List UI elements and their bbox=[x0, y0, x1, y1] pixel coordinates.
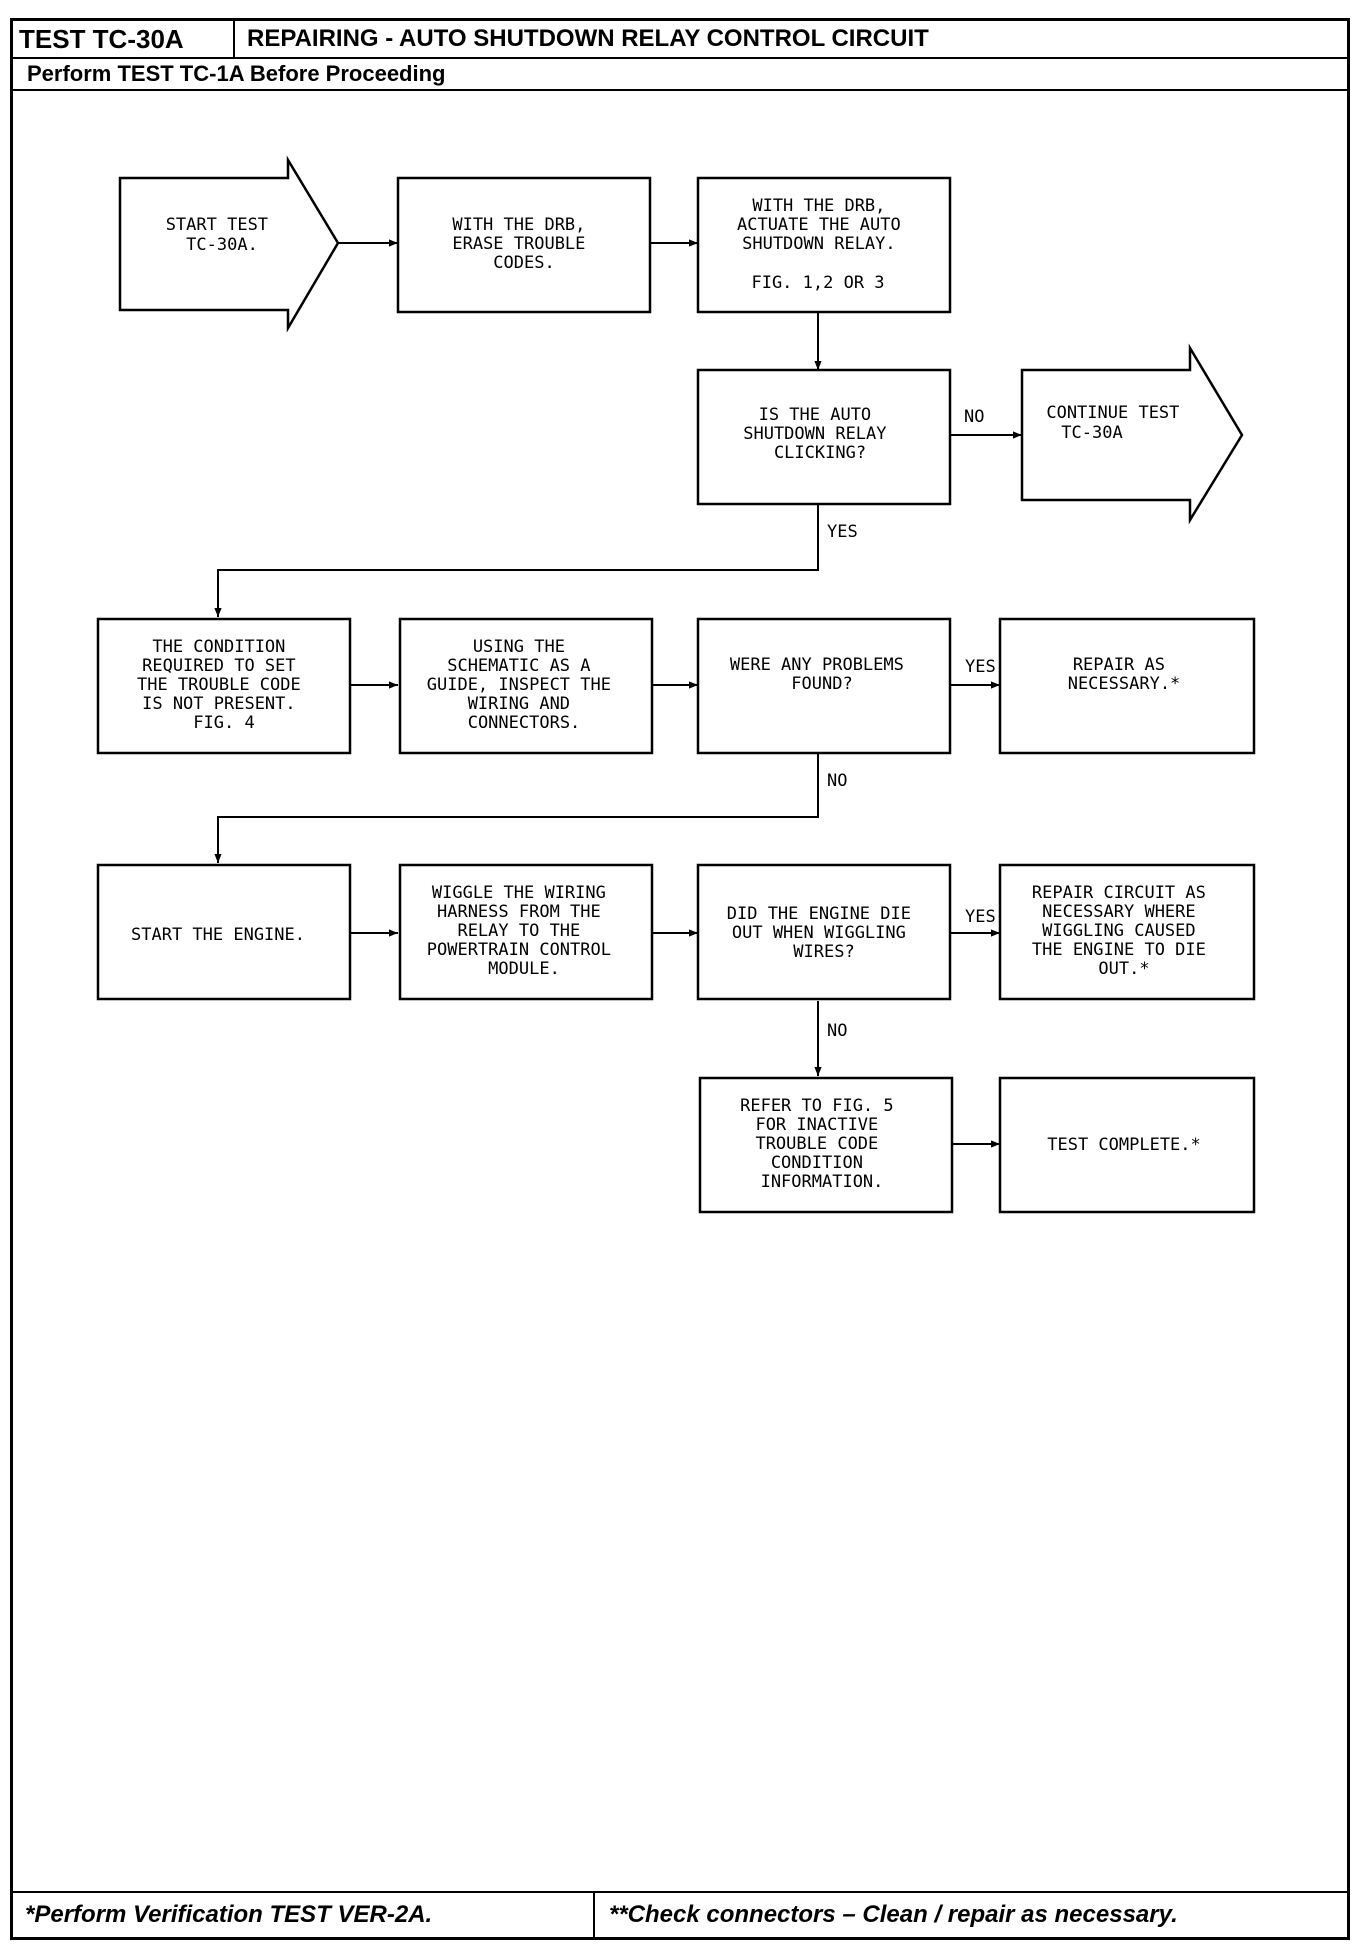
refer-line-3: TROUBLE CODE bbox=[755, 1134, 878, 1154]
clicking-line-2: SHUTDOWN RELAY bbox=[743, 424, 886, 444]
refer-line-5: INFORMATION. bbox=[761, 1172, 884, 1192]
problems-line-1: WERE ANY PROBLEMS bbox=[730, 655, 904, 675]
start-engine-box bbox=[96, 863, 352, 1001]
engine-die-line-3: WIRES? bbox=[793, 942, 854, 962]
inspect-wiring-box bbox=[398, 617, 654, 755]
start-line-1: START TEST bbox=[166, 215, 268, 235]
condition-line-1: THE CONDITION bbox=[152, 637, 285, 657]
condition-not-present-box bbox=[96, 617, 352, 755]
start-arrow-shape bbox=[118, 155, 340, 333]
inspect-line-3: GUIDE, INSPECT THE bbox=[427, 675, 611, 695]
clicking-line-3: CLICKING? bbox=[774, 443, 866, 463]
condition-line-4: IS NOT PRESENT. bbox=[142, 694, 296, 714]
actuate-line-3: SHUTDOWN RELAY. bbox=[742, 234, 896, 254]
start-engine-line-1: START THE ENGINE. bbox=[131, 925, 305, 945]
repair-circuit-text: REPAIR CIRCUIT AS NECESSARY WHERE WIGGLI… bbox=[1032, 883, 1216, 979]
actuate-line-1: WITH THE DRB, bbox=[752, 196, 885, 216]
engine-die-line-1: DID THE ENGINE DIE bbox=[727, 904, 911, 924]
problems-line-2: FOUND? bbox=[791, 674, 852, 694]
wiggle-line-5: MODULE. bbox=[488, 959, 560, 979]
refer-line-2: FOR INACTIVE bbox=[755, 1115, 878, 1135]
inspect-line-4: WIRING AND bbox=[468, 694, 570, 714]
problems-found-decision bbox=[696, 617, 952, 755]
repair-line-1: REPAIR AS bbox=[1073, 655, 1165, 675]
engine-die-text: DID THE ENGINE DIE OUT WHEN WIGGLING WIR… bbox=[727, 904, 921, 962]
actuate-line-2: ACTUATE THE AUTO bbox=[737, 215, 901, 235]
wiggle-harness-box bbox=[398, 863, 654, 1001]
condition-line-2: REQUIRED TO SET bbox=[142, 656, 296, 676]
continue-arrow-shape bbox=[1020, 343, 1244, 525]
test-complete-box bbox=[998, 1076, 1256, 1214]
connectors bbox=[214, 239, 1022, 1148]
arrow-clicking-yes bbox=[214, 502, 819, 617]
footnote-verification: *Perform Verification TEST VER-2A. bbox=[13, 1893, 595, 1937]
refer-text: REFER TO FIG. 5 FOR INACTIVE TROUBLE COD… bbox=[740, 1096, 904, 1192]
refer-line-1: REFER TO FIG. 5 bbox=[740, 1096, 894, 1116]
relay-clicking-decision bbox=[696, 368, 952, 506]
clicking-line-1: IS THE AUTO bbox=[759, 405, 872, 425]
condition-line-3: THE TROUBLE CODE bbox=[137, 675, 301, 695]
continue-line-1: CONTINUE TEST bbox=[1046, 403, 1179, 423]
inspect-line-5: CONNECTORS. bbox=[468, 713, 581, 733]
label-yes-engine: YES bbox=[965, 907, 996, 927]
engine-die-line-2: OUT WHEN WIGGLING bbox=[732, 923, 906, 943]
start-line-2: TC-30A. bbox=[186, 235, 258, 255]
erase-codes-box bbox=[396, 176, 652, 314]
condition-line-5: FIG. 4 bbox=[193, 713, 254, 733]
wiggle-line-3: RELAY TO THE bbox=[457, 921, 580, 941]
repair-circuit-line-3: WIGGLING CAUSED bbox=[1042, 921, 1196, 941]
repair-circuit-line-2: NECESSARY WHERE bbox=[1042, 902, 1196, 922]
repair-circuit-line-5: OUT.* bbox=[1098, 959, 1149, 979]
repair-line-2: NECESSARY.* bbox=[1068, 674, 1181, 694]
erase-line-2: ERASE TROUBLE bbox=[452, 234, 585, 254]
problems-text: WERE ANY PROBLEMS FOUND? bbox=[730, 655, 914, 694]
start-test-text: START TEST TC-30A. bbox=[166, 215, 279, 255]
prerequisite-note: Perform TEST TC-1A Before Proceeding bbox=[13, 59, 1347, 91]
label-no-clicking: NO bbox=[964, 407, 984, 427]
complete-line-1: TEST COMPLETE.* bbox=[1047, 1135, 1201, 1155]
repair-circuit-box bbox=[998, 863, 1256, 1001]
wiggle-text: WIGGLE THE WIRING HARNESS FROM THE RELAY… bbox=[427, 883, 621, 979]
inspect-line-2: SCHEMATIC AS A bbox=[447, 656, 590, 676]
label-no-problems: NO bbox=[827, 771, 847, 791]
inspect-text: USING THE SCHEMATIC AS A GUIDE, INSPECT … bbox=[427, 637, 621, 733]
engine-die-decision bbox=[696, 863, 952, 1001]
refer-fig5-box bbox=[698, 1076, 954, 1214]
repair-circuit-line-4: THE ENGINE TO DIE bbox=[1032, 940, 1206, 960]
footnote-connectors: **Check connectors – Clean / repair as n… bbox=[609, 1901, 1178, 1928]
page-header: TEST TC-30A REPAIRING - AUTO SHUTDOWN RE… bbox=[13, 21, 1347, 59]
erase-text: WITH THE DRB, ERASE TROUBLE CODES. bbox=[452, 215, 595, 273]
condition-text: THE CONDITION REQUIRED TO SET THE TROUBL… bbox=[137, 637, 311, 733]
erase-line-3: CODES. bbox=[493, 253, 554, 273]
wiggle-line-1: WIGGLE THE WIRING bbox=[432, 883, 606, 903]
continue-text: CONTINUE TEST TC-30A bbox=[1046, 403, 1189, 443]
arrow-problems-no bbox=[214, 752, 819, 863]
repair-as-necessary-box bbox=[998, 617, 1256, 755]
wiggle-line-4: POWERTRAIN CONTROL bbox=[427, 940, 611, 960]
actuate-fig: FIG. 1,2 OR 3 bbox=[751, 273, 884, 293]
repair-circuit-line-1: REPAIR CIRCUIT AS bbox=[1032, 883, 1206, 903]
clicking-text: IS THE AUTO SHUTDOWN RELAY CLICKING? bbox=[743, 405, 897, 463]
start-engine-text: START THE ENGINE. bbox=[131, 925, 305, 945]
label-yes-clicking: YES bbox=[827, 522, 858, 542]
label-yes-problems: YES bbox=[965, 657, 996, 677]
continue-line-2: TC-30A bbox=[1061, 423, 1122, 443]
repair-text: REPAIR AS NECESSARY.* bbox=[1068, 655, 1181, 694]
wiggle-line-2: HARNESS FROM THE bbox=[437, 902, 601, 922]
page-title: REPAIRING - AUTO SHUTDOWN RELAY CONTROL … bbox=[247, 25, 929, 52]
complete-text: TEST COMPLETE.* bbox=[1047, 1135, 1201, 1155]
actuate-text: WITH THE DRB, ACTUATE THE AUTO SHUTDOWN … bbox=[737, 196, 911, 293]
inspect-line-1: USING THE bbox=[473, 637, 565, 657]
refer-line-4: CONDITION bbox=[771, 1153, 863, 1173]
actuate-relay-box bbox=[696, 176, 952, 314]
erase-line-1: WITH THE DRB, bbox=[452, 215, 585, 235]
test-id: TEST TC-30A bbox=[13, 21, 235, 57]
page-footer: *Perform Verification TEST VER-2A. **Che… bbox=[13, 1891, 1347, 1937]
label-no-engine: NO bbox=[827, 1021, 847, 1041]
